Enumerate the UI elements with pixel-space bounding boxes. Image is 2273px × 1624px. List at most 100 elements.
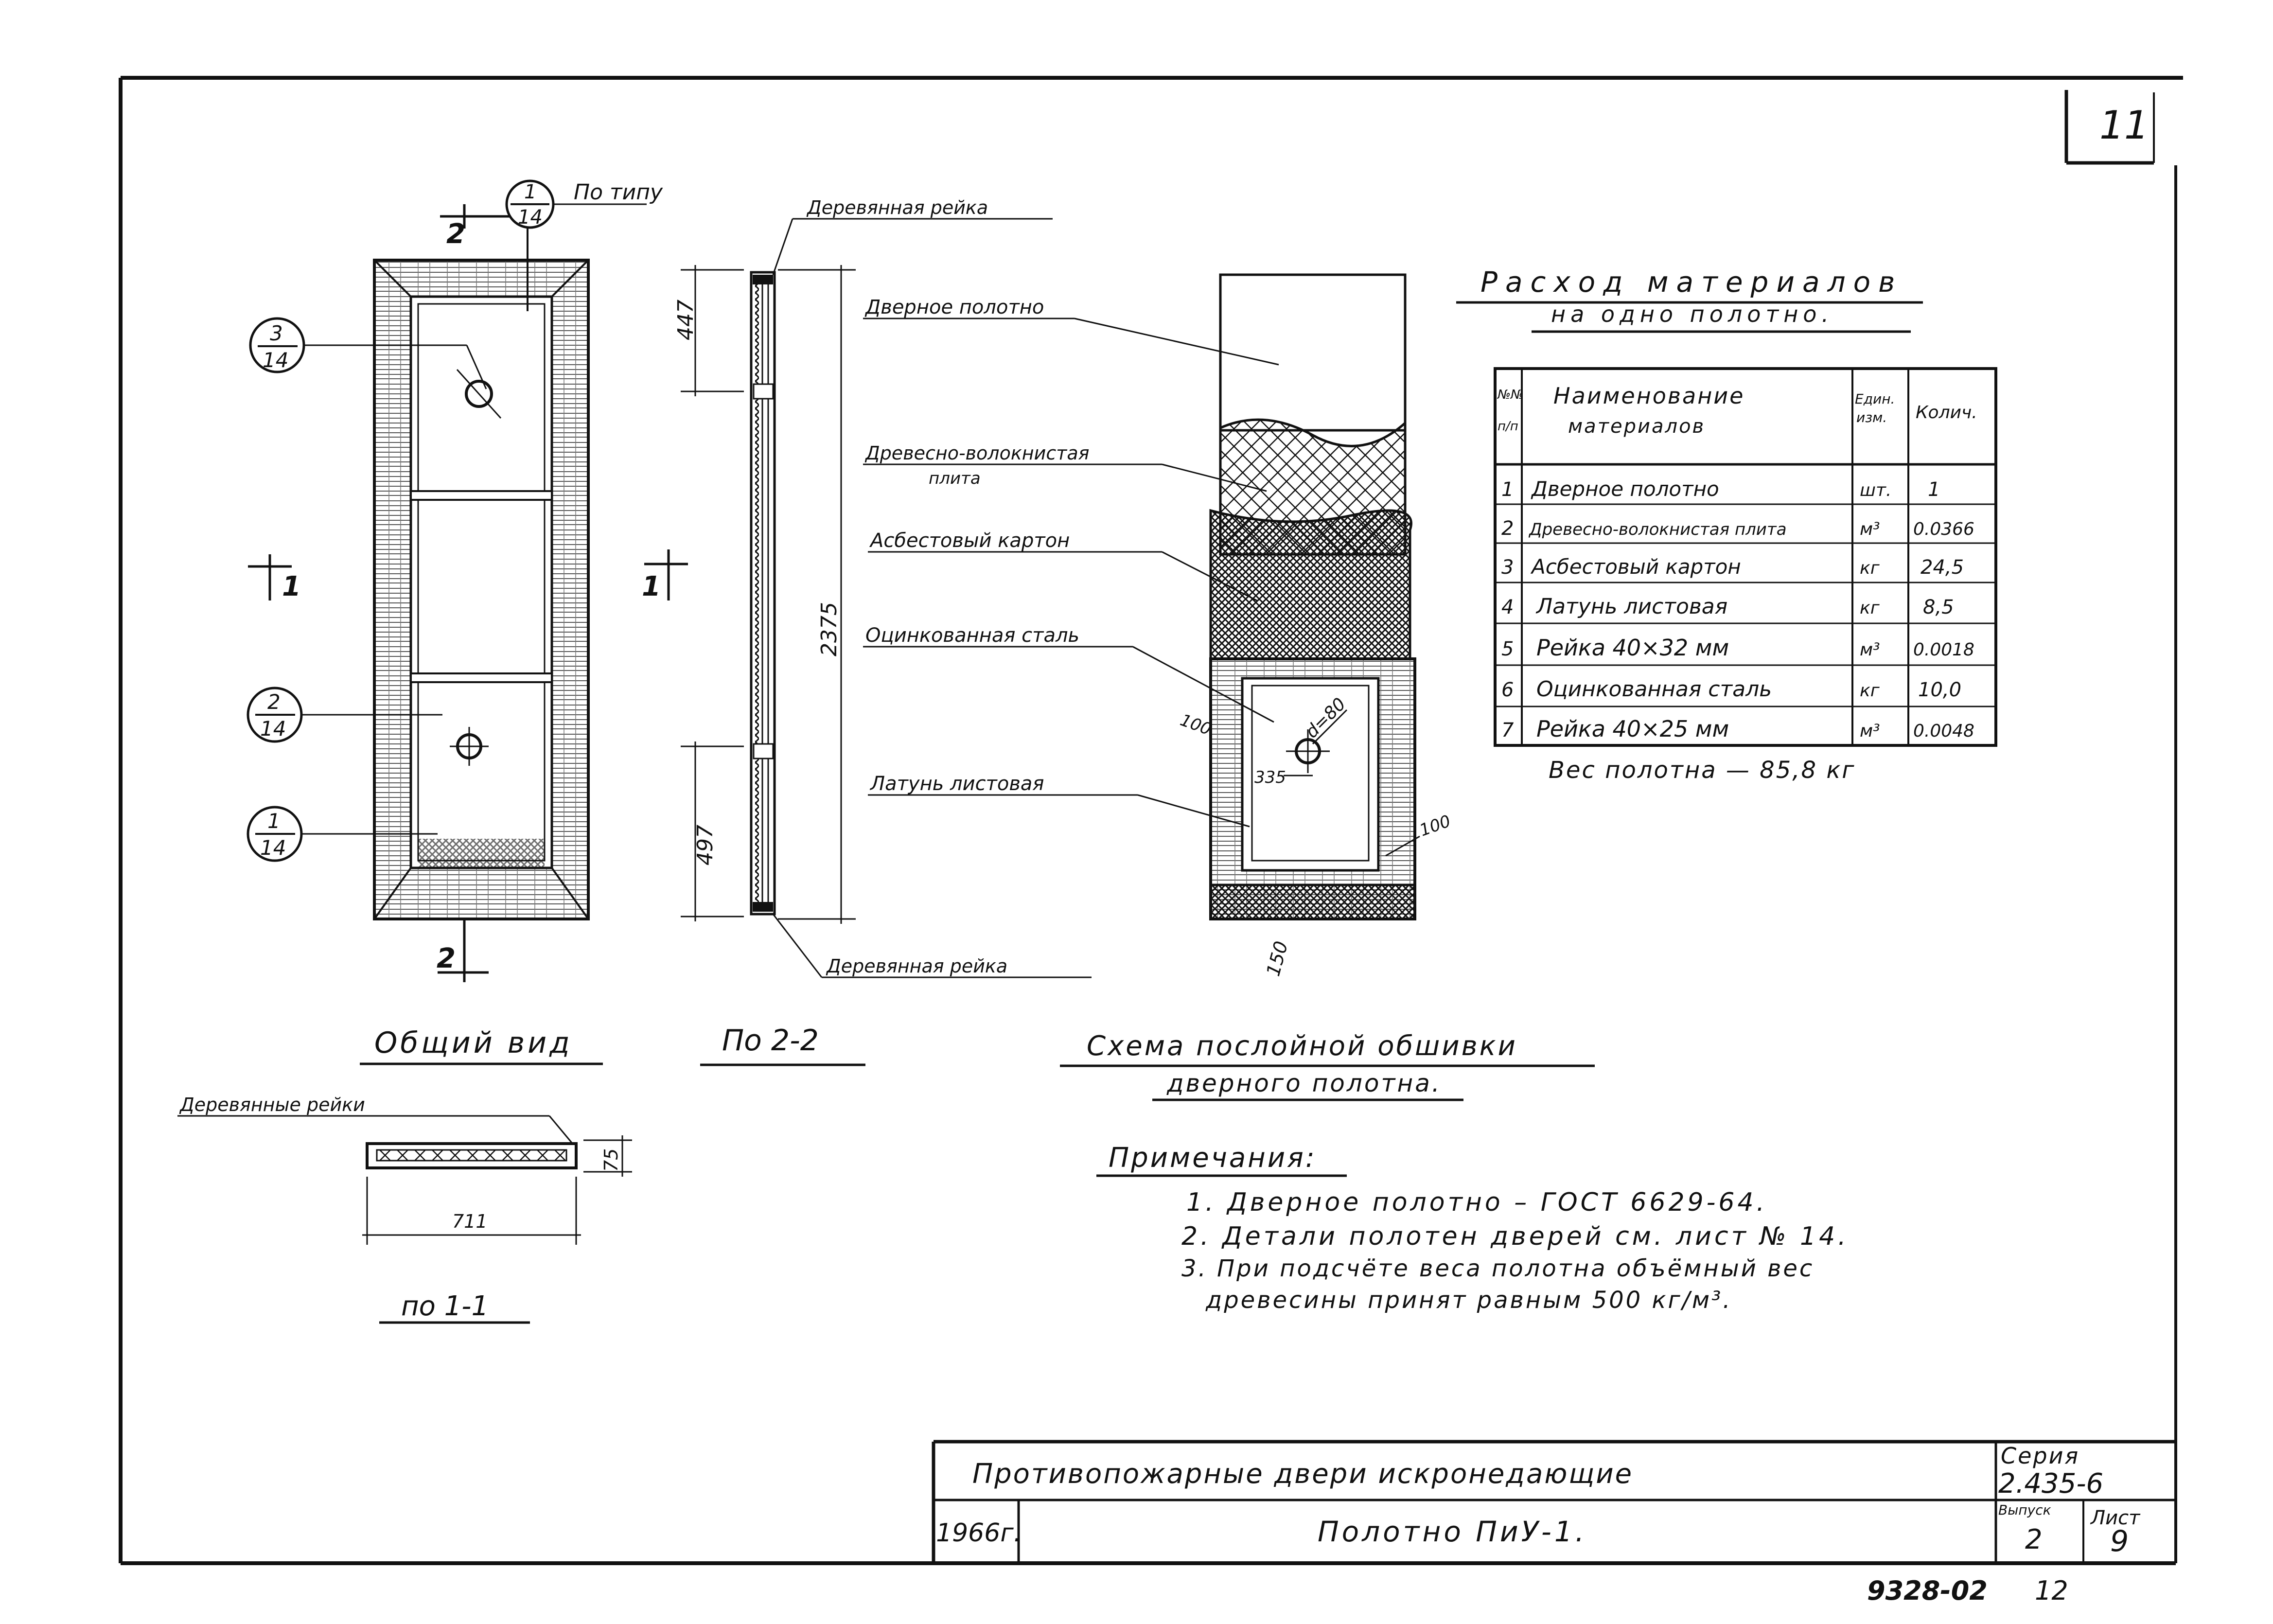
row-num: 5 [1501,638,1514,660]
footer-page: 12 [2035,1575,2068,1606]
note-3-cont: древесины принят равным 500 кг/м³. [1205,1287,1732,1314]
callout-2-den: 14 [260,717,286,741]
materials-title-1: Расход материалов [1480,265,1903,299]
series-label: Серия [2001,1443,2079,1469]
sheet-label: Лист [2090,1507,2141,1529]
materials: Расход материалов на одно полотно. №№ п/… [1456,265,1997,784]
hdr-unit-1: Един. [1855,391,1895,407]
row-name: Оцинкованная сталь [1536,677,1772,702]
note-3: 3. При подсчёте веса полотна объёмный ве… [1181,1255,1814,1282]
sheet-value: 9 [2110,1524,2129,1558]
materials-table [1494,367,1997,747]
row-num: 1 [1501,478,1514,501]
callout-1-den: 14 [260,836,286,860]
label-wood-rail-bottom: Деревянная рейка [826,955,1007,977]
row-qty: 0.0366 [1913,519,1974,539]
general-view: 2 1 14 По типу 3 14 1 2 14 1 14 2 [247,179,663,1065]
materials-weight: Вес полотна — 85,8 кг [1549,757,1856,784]
row-qty: 0.0048 [1913,721,1974,741]
row-unit: м³ [1860,519,1880,539]
callout-3-num: 3 [270,321,283,345]
title-subtitle: Полотно ПиУ-1. [1318,1515,1587,1548]
row-num: 6 [1501,679,1514,701]
row-unit: кг [1860,681,1880,701]
row-qty: 24,5 [1921,556,1964,579]
dim-100-left: 100 [1178,710,1214,740]
row-qty: 1 [1928,478,1940,501]
row-4: 4 Латунь листовая кг 8,5 [1501,594,1954,619]
sheet-frame [119,76,2183,1565]
note-1: 1. Дверное полотно – ГОСТ 6629-64. [1186,1188,1767,1217]
callout-3-den: 14 [263,348,288,372]
layer-scheme: d=80 335 100 100 150 Дверное полотно Дре… [863,273,1595,1101]
issue-value: 2 [2025,1524,2043,1555]
row-unit: м³ [1860,721,1880,741]
section-2-2-caption: По 2-2 [722,1024,819,1058]
footer: 9328-02 12 [1867,1575,2068,1606]
label-door-leaf: Дверное полотно [864,296,1044,318]
label-fiberboard-1: Древесно-волокнистая [864,442,1090,464]
row-num: 4 [1501,596,1514,618]
row-name: Латунь листовая [1535,594,1727,619]
materials-title-2: на одно полотно. [1551,301,1833,327]
section-2-bottom: 2 [437,943,456,974]
section-1-mid: 1 [642,571,661,602]
row-name: Древесно-волокнистая плита [1528,520,1787,539]
dim-335: 335 [1254,768,1286,787]
notes: Примечания: 1. Дверное полотно – ГОСТ 66… [1096,1142,1849,1314]
label-brass: Латунь листовая [869,773,1044,795]
row-qty: 0.0018 [1913,640,1974,660]
row-unit: кг [1860,558,1880,578]
section-1-1-caption: по 1-1 [401,1290,489,1322]
sheet-number-box: 11 [2064,90,2155,165]
section-1-left: 1 [282,571,301,602]
row-5: 5 Рейка 40×32 мм м³ 0.0018 [1501,635,1974,661]
section-2-top: 2 [446,218,465,250]
dim-75: 75 [600,1148,622,1172]
general-view-caption: Общий вид [374,1026,573,1060]
label-wood-rail-top: Деревянная рейка [806,197,988,218]
scheme-caption-1: Схема послойной обшивки [1087,1030,1517,1062]
callout-top-num: 1 [524,181,536,203]
note-2: 2. Детали полотен дверей см. лист № 14. [1181,1222,1849,1251]
callout-top-den: 14 [518,206,543,229]
callout-1-num: 1 [267,809,281,833]
dim-497: 497 [693,825,718,865]
section-1-1: Деревянные рейки 75 711 по 1-1 [177,1094,632,1324]
footer-code: 9328-02 [1867,1575,1988,1606]
dim-447: 447 [673,300,698,340]
dim-2375: 2375 [817,602,842,656]
row-num: 2 [1501,517,1514,540]
hdr-num-1: №№ [1497,388,1524,402]
title-block: Противопожарные двери искронедающие 1966… [932,1440,2176,1563]
row-name: Дверное полотно [1531,477,1719,501]
label-fiberboard-2: плита [929,469,981,488]
label-asbestos: Асбестовый картон [869,530,1070,552]
row-7: 7 Рейка 40×25 мм м³ 0.0048 [1501,716,1974,742]
row-1: 1 Дверное полотно шт. 1 [1501,477,1940,501]
row-unit: м³ [1860,640,1880,660]
hdr-unit-2: изм. [1856,409,1887,425]
dim-100-right: 100 [1417,812,1453,841]
title-year: 1966г. [936,1518,1022,1548]
title-name: Противопожарные двери искронедающие [972,1458,1633,1490]
row-6: 6 Оцинкованная сталь кг 10,0 [1501,677,1961,702]
dim-711: 711 [452,1211,488,1232]
hdr-name-2: материалов [1568,415,1705,438]
hdr-name-1: Наименование [1553,383,1744,409]
issue-label: Выпуск [1998,1502,2051,1518]
notes-title: Примечания: [1109,1142,1317,1174]
section-2-2: 447 497 2375 1 Деревянная рейка Деревянн… [642,197,1092,1066]
callout-top-label: По типу [574,180,663,205]
label-steel: Оцинкованная сталь [865,624,1079,647]
hdr-qty: Колич. [1916,403,1977,423]
row-3: 3 Асбестовый картон кг 24,5 [1501,555,1964,579]
row-name: Асбестовый картон [1530,555,1741,579]
scheme-caption-2: дверного полотна. [1166,1069,1442,1097]
row-name: Рейка 40×25 мм [1536,716,1729,742]
row-unit: кг [1860,598,1880,618]
row-qty: 8,5 [1923,596,1954,618]
callout-2-num: 2 [267,690,281,714]
row-num: 3 [1501,556,1514,579]
